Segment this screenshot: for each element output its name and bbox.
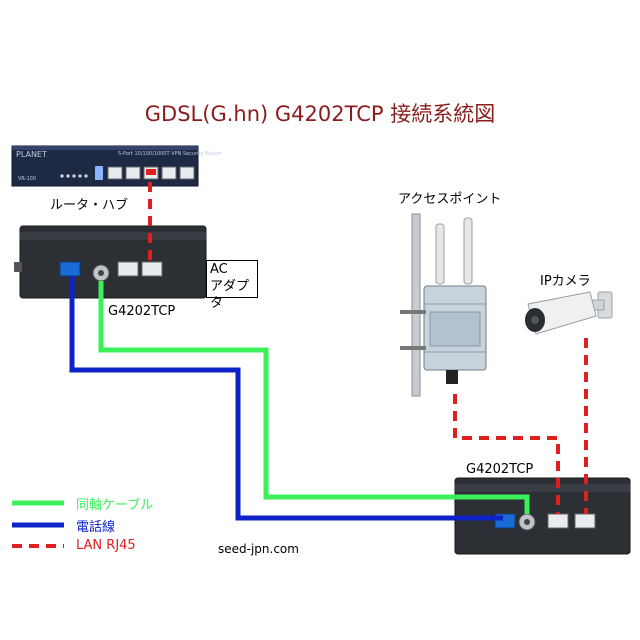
router-caption: 5-Port 10/100/1000T VPN Security Router [118, 151, 222, 157]
legend-lan-label: LAN RJ45 [76, 538, 136, 553]
ip-camera-icon [525, 291, 613, 335]
access-point-icon [400, 213, 487, 397]
access-point-label: アクセスポイント [398, 192, 502, 207]
phone-cable [69, 276, 503, 521]
g4202-device-top [14, 225, 207, 299]
legend-coax-label: 同軸ケーブル [76, 498, 154, 513]
g4202-bottom-label: G4202TCP [466, 462, 534, 477]
ac-adapter-box: AC アダプタ [206, 260, 258, 311]
ac-label-line2: アダプタ [210, 279, 250, 311]
router-icon [11, 145, 199, 187]
website-label: seed-jpn.com [218, 542, 299, 556]
g4202-top-label: G4202TCP [108, 304, 176, 319]
lan-cable-ap [453, 394, 560, 514]
router-label: ルータ・ハブ [50, 198, 129, 213]
ip-camera-label: IPカメラ [540, 274, 591, 289]
coax-cable [98, 281, 530, 514]
legend-phone-label: 電話線 [76, 520, 116, 535]
ac-label-line1: AC [210, 262, 228, 277]
router-brand: PLANET [16, 150, 47, 159]
diagram-title: GDSL(G.hn) G4202TCP 接続系統図 [144, 102, 496, 126]
router-model: VR-100 [18, 176, 37, 182]
